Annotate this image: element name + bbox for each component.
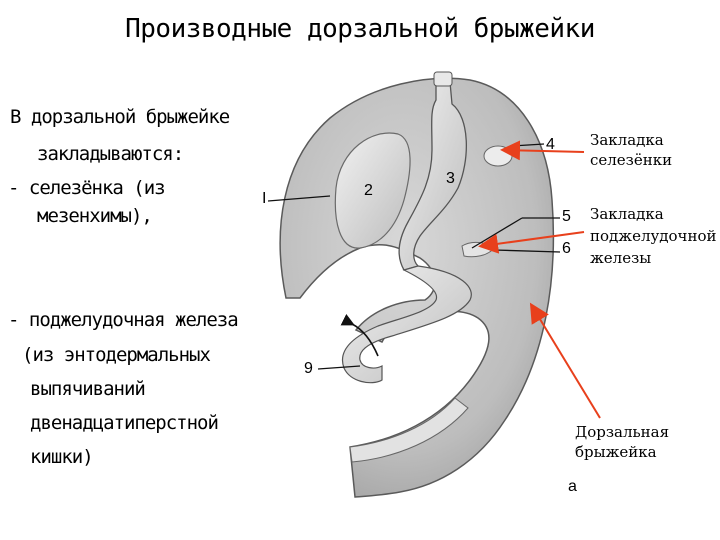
figure-label-1: I: [262, 190, 266, 208]
figure-label-9: 9: [304, 360, 313, 378]
pancreas-annotation-line-2: поджелудочной: [590, 226, 717, 246]
figure-label-4: 4: [546, 136, 555, 154]
figure-label-5: 5: [562, 208, 571, 226]
figure-label-2: 2: [364, 182, 373, 200]
figure-label-6: 6: [562, 240, 571, 258]
figure-sub-label: а: [568, 478, 577, 496]
esophagus-stump: [434, 72, 452, 86]
mesentery-annotation-line-2: брыжейка: [575, 442, 657, 462]
small-bud-shape: [484, 146, 512, 166]
spleen-annotation-line-1: Закладка: [590, 130, 664, 150]
spleen-annotation-line-2: селезёнки: [590, 150, 672, 170]
figure-label-3: 3: [446, 170, 455, 188]
pancreas-annotation-line-3: железы: [590, 248, 651, 268]
mesentery-arrow: [532, 306, 600, 418]
pancreas-annotation-line-1: Закладка: [590, 204, 664, 224]
mesentery-annotation-line-1: Дорзальная: [575, 422, 669, 442]
